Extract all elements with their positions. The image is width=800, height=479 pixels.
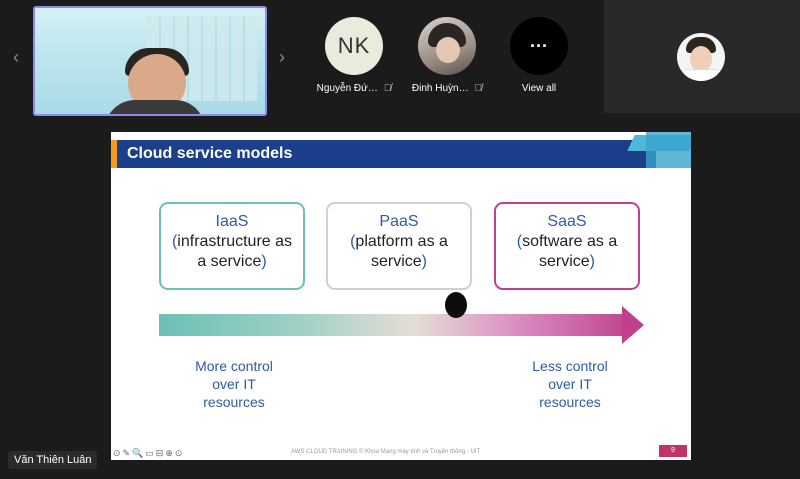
model-acronym: PaaS (379, 213, 419, 230)
mic-off-icon: 🎙̸ (474, 83, 483, 94)
model-desc: service (538, 253, 590, 270)
slide-header: Cloud service models (111, 132, 691, 172)
page-number: 9 (659, 445, 687, 457)
presenter-toolbar[interactable]: ⊙✎🔍▭⊟⊕⊙ (113, 448, 185, 458)
participant-name: Nguyễn Đứ… (316, 83, 378, 94)
photo-avatar (418, 17, 476, 75)
participant-gallery: ‹ › NK Nguyễn Đứ… 🎙̸ Đinh Huỳn… 🎙̸ ··· V… (0, 0, 800, 118)
speaker-body (105, 100, 205, 114)
slide-footer: ⊙✎🔍▭⊟⊕⊙ AWS CLOUD TRAINING © Khoa Mạng m… (111, 446, 691, 460)
participant-tile-nk[interactable]: NK Nguyễn Đứ… 🎙̸ (314, 17, 394, 94)
more-icon: ··· (510, 17, 568, 75)
control-gradient-arrow (159, 306, 649, 348)
gallery-prev-icon[interactable]: ‹ (13, 47, 19, 67)
arrow-bar (159, 314, 624, 336)
pointer-cursor (445, 292, 467, 318)
header-bar (111, 140, 656, 168)
model-desc: a service (197, 253, 262, 270)
presenter-name-tag: Văn Thiên Luân (8, 451, 98, 469)
participant-tile-dinh[interactable]: Đinh Huỳn… 🎙̸ (407, 17, 487, 94)
header-accent (111, 140, 117, 168)
footer-text: AWS CLOUD TRAINING © Khoa Mạng máy tính … (291, 449, 481, 455)
more-control-label: More control over IT resources (195, 358, 273, 410)
model-desc: platform as a (355, 233, 448, 250)
avatar-face (436, 37, 460, 63)
self-avatar[interactable] (677, 33, 725, 81)
mic-off-icon: 🎙̸ (383, 83, 392, 94)
shared-slide: Cloud service models IaaS (infrastructur… (111, 132, 691, 460)
saas-box: SaaS (software as a service) (494, 202, 640, 290)
paas-box: PaaS (platform as a service) (326, 202, 472, 290)
model-desc: software as a (522, 233, 618, 250)
self-face (690, 46, 712, 72)
participant-name: Đinh Huỳn… (411, 83, 469, 94)
header-decoration (646, 132, 691, 168)
model-desc: infrastructure as (177, 233, 293, 250)
view-all-label: View all (521, 83, 557, 94)
gallery-next-icon[interactable]: › (279, 47, 285, 67)
slide-title: Cloud service models (127, 145, 293, 162)
model-acronym: SaaS (547, 213, 587, 230)
model-acronym: IaaS (215, 213, 249, 230)
view-all-button[interactable]: ··· View all (499, 17, 579, 94)
less-control-label: Less control over IT resources (532, 358, 608, 410)
iaas-box: IaaS (infrastructure as a service) (159, 202, 305, 290)
initials-avatar: NK (325, 17, 383, 75)
active-speaker-video[interactable] (33, 6, 267, 116)
self-shirt (685, 69, 717, 81)
model-desc: service (370, 253, 422, 270)
arrow-head (622, 306, 644, 344)
